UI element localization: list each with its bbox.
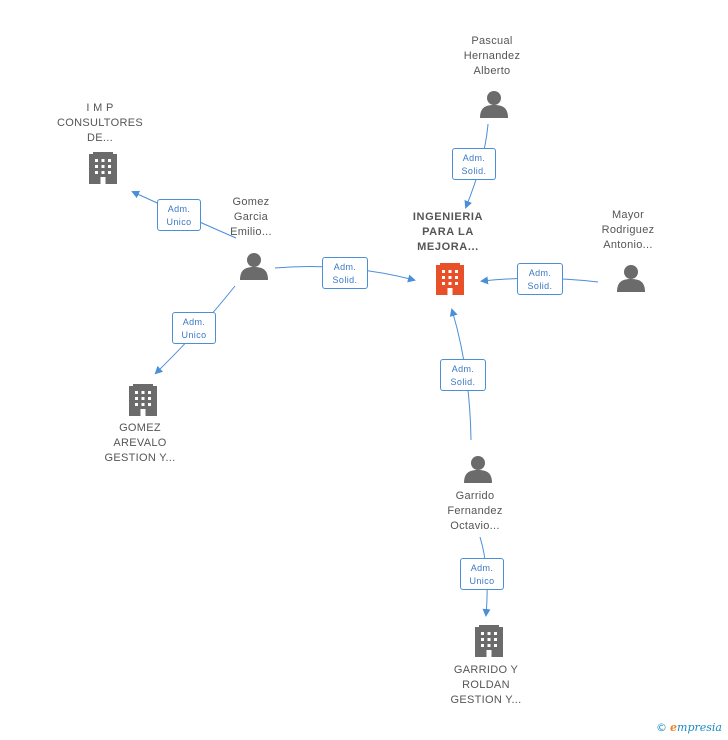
node-label-main[interactable]: INGENIERIA PARA LA MEJORA... <box>412 211 484 253</box>
node-label-imp[interactable]: I M P CONSULTORES DE... <box>56 102 144 144</box>
building-icon-gomezarevalo[interactable] <box>129 384 157 416</box>
edge-box-gomez-imp[interactable]: Adm.Unico <box>157 199 201 231</box>
node-label-gomez[interactable]: Gomez Garcia Emilio... <box>230 196 272 238</box>
edge-box-pascual-main[interactable]: Adm.Solid. <box>452 148 496 180</box>
person-icon-gomez[interactable] <box>240 253 268 280</box>
node-label-gomezarevalo[interactable]: GOMEZ AREVALO GESTION Y... <box>104 422 176 464</box>
person-icon-garrido[interactable] <box>464 456 492 483</box>
building-icon-main[interactable] <box>436 263 464 295</box>
node-label-garridoroldan[interactable]: GARRIDO Y ROLDAN GESTION Y... <box>450 664 522 706</box>
empresia-watermark: ©empresia <box>656 721 722 734</box>
edge-box-garrido-main[interactable]: Adm.Solid. <box>440 359 486 391</box>
node-label-mayor[interactable]: Mayor Rodriguez Antonio... <box>601 209 655 251</box>
person-icon-pascual[interactable] <box>480 91 508 118</box>
edge-box-garrido-garridoroldan[interactable]: Adm.Unico <box>460 558 504 590</box>
node-label-garrido[interactable]: Garrido Fernandez Octavio... <box>447 490 503 532</box>
person-icon-mayor[interactable] <box>617 265 645 292</box>
building-icon-imp[interactable] <box>89 152 117 184</box>
edge-box-mayor-main[interactable]: Adm.Solid. <box>517 263 563 295</box>
copyright-icon: © <box>656 721 668 734</box>
node-label-pascual[interactable]: Pascual Hernandez Alberto <box>463 35 521 77</box>
building-icon-garridoroldan[interactable] <box>475 625 503 657</box>
edge-box-gomez-gomezarevalo[interactable]: Adm.Unico <box>172 312 216 344</box>
edge-box-gomez-main[interactable]: Adm.Solid. <box>322 257 368 289</box>
